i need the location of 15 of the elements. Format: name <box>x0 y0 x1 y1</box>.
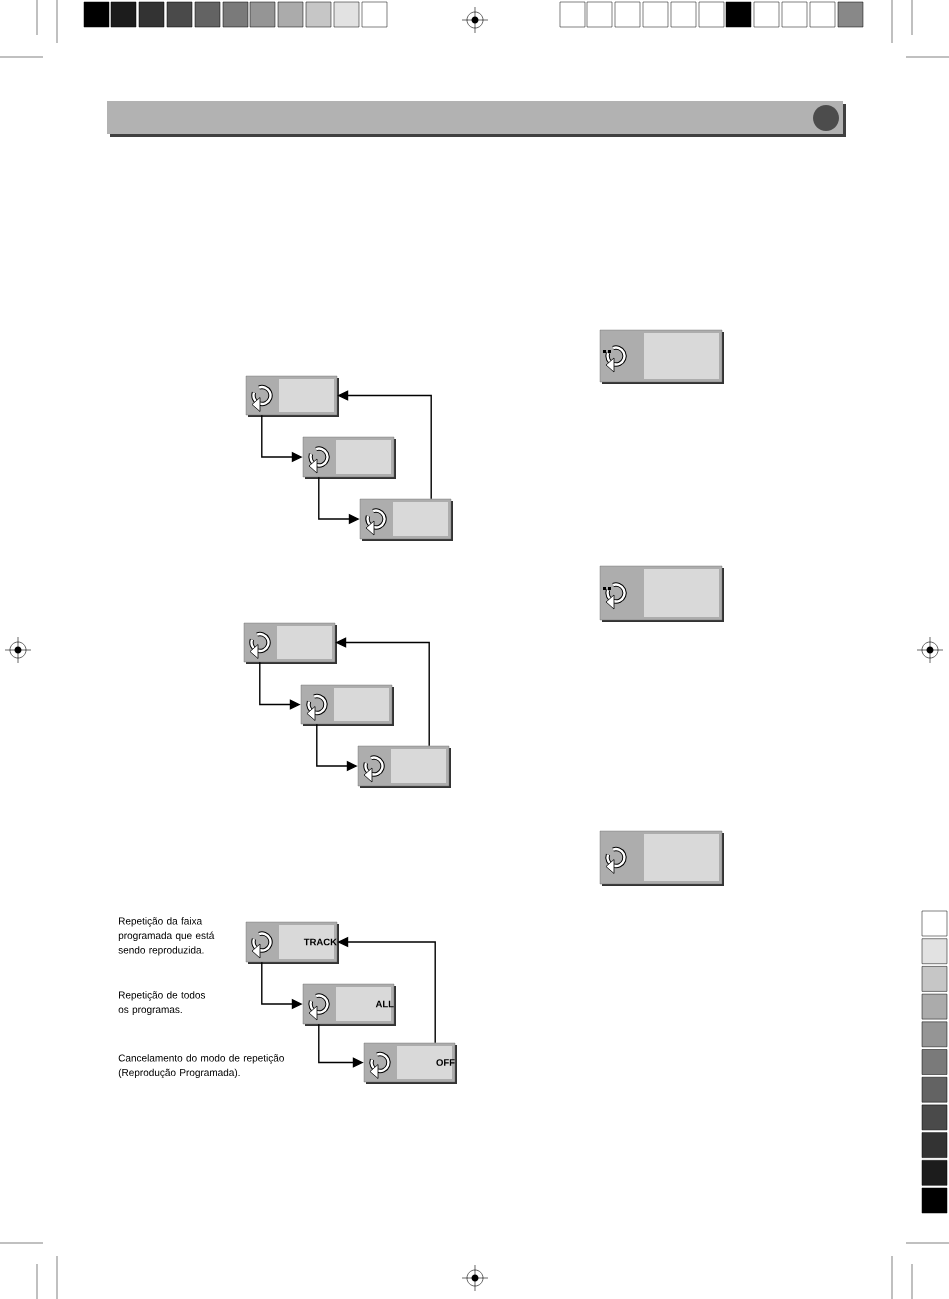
display-box <box>243 622 337 664</box>
note-text: Repetição da faixa programada que está sendo reproduzida. <box>118 917 215 956</box>
display-box: ALL <box>302 983 396 1026</box>
display-box <box>245 375 339 417</box>
display-box <box>599 329 724 384</box>
note-text: Cancelamento do modo de repetição (Reprodução Programada). <box>118 1054 284 1079</box>
display-box <box>302 436 396 479</box>
display-box <box>599 830 724 886</box>
display-box <box>300 684 394 726</box>
display-box: TRACK <box>245 921 339 964</box>
display-box <box>357 745 451 788</box>
display-box <box>599 565 724 622</box>
display-box <box>359 498 453 541</box>
display-box: OFF <box>363 1042 457 1084</box>
note-text: Repetição de todos os programas. <box>118 991 206 1016</box>
